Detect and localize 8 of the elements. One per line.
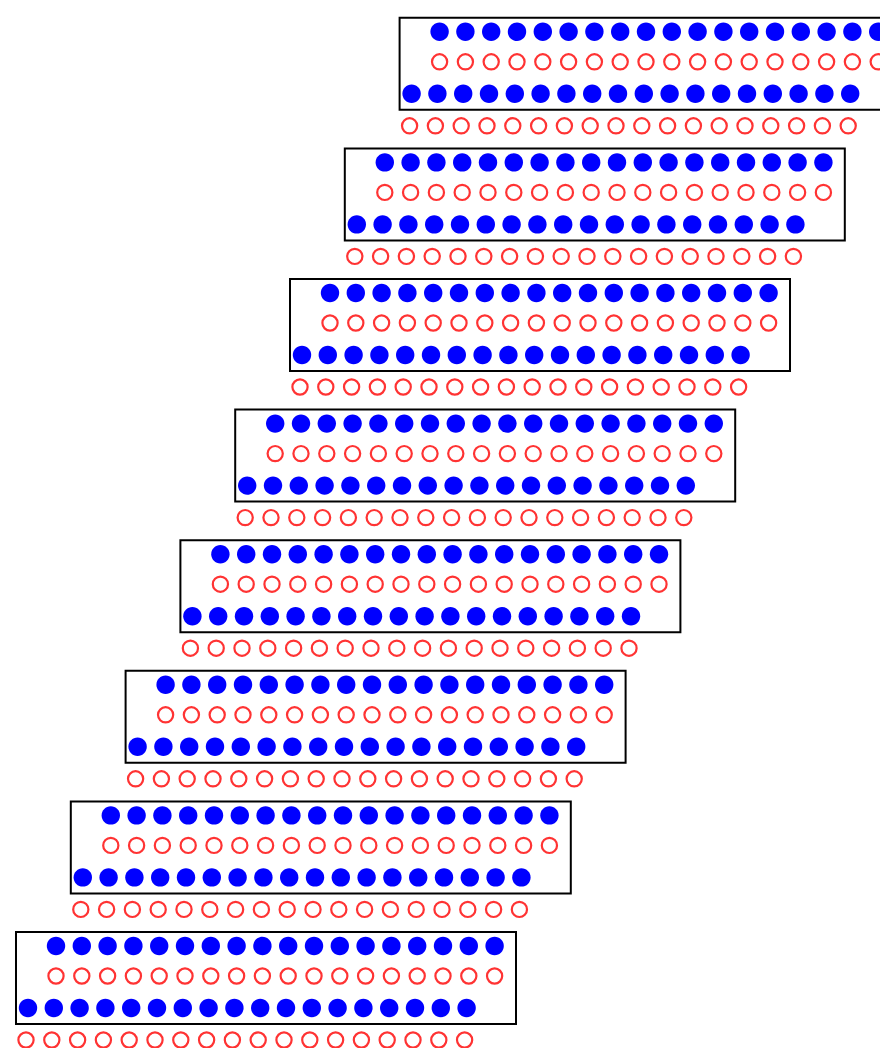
panel-box (69, 800, 572, 895)
panel-box (179, 539, 682, 634)
panel-box (234, 408, 737, 503)
panel-box (124, 669, 627, 764)
panel-box (15, 931, 517, 1025)
panel-box (289, 278, 791, 372)
panel-box (343, 147, 846, 242)
panel-box (398, 16, 880, 111)
